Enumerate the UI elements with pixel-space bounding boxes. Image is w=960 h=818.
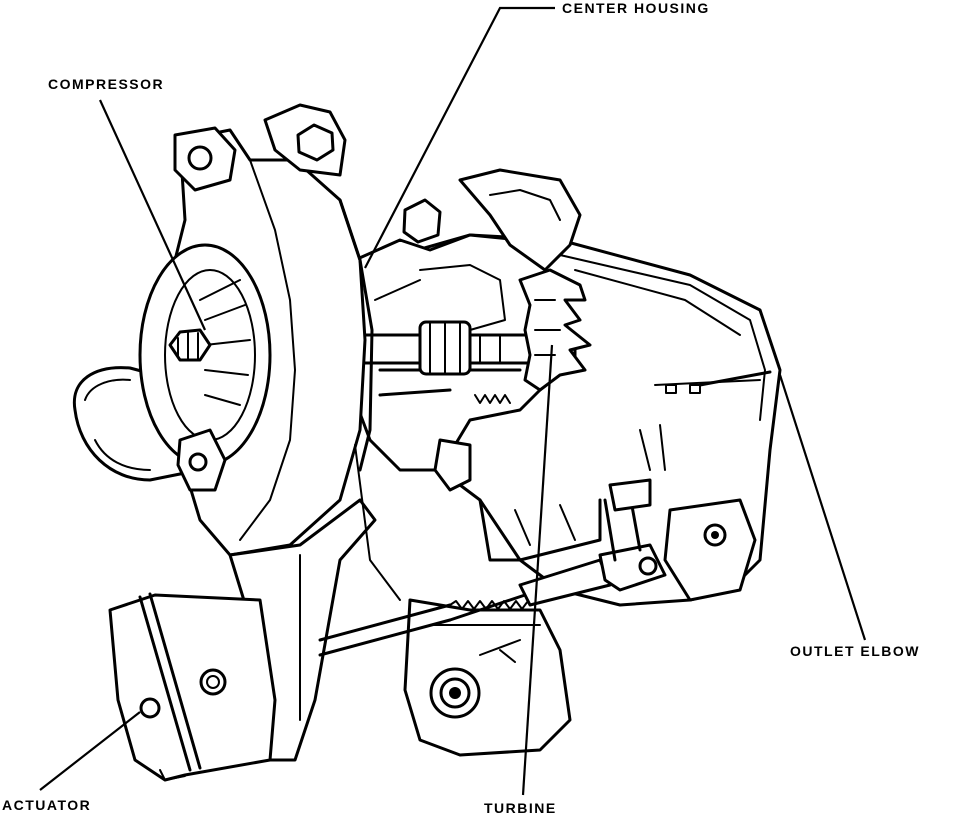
label-actuator: ACTUATOR (2, 797, 91, 813)
label-center-housing: CENTER HOUSING (562, 0, 710, 16)
leader-center-housing (364, 6, 555, 269)
actuator-canister (108, 592, 277, 782)
leader-compressor (98, 99, 207, 331)
label-compressor: COMPRESSOR (48, 76, 164, 92)
actuator-rod (318, 478, 667, 657)
label-turbine: TURBINE (484, 800, 557, 816)
leader-lines (39, 6, 867, 796)
label-outlet-elbow: OUTLET ELBOW (790, 643, 920, 659)
compressor-housing (72, 103, 374, 557)
leader-outlet-elbow (778, 374, 867, 641)
leader-actuator (39, 711, 141, 791)
leader-turbine (521, 344, 554, 796)
